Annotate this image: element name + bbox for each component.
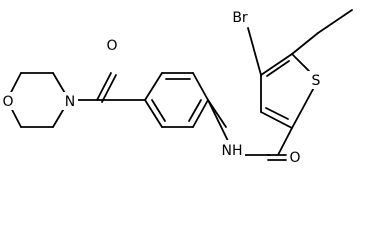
bond-amide-c-up — [277, 127, 293, 156]
bond-benz-3-4 — [192, 72, 209, 101]
bond-benz-1-2 — [144, 72, 163, 101]
structure-canvas: Br S O NH O N O — [0, 8, 353, 166]
atom-morpholine-oxygen: O — [2, 94, 13, 110]
bond-ethyl-2 — [317, 9, 353, 34]
bond-benz-inner-b — [188, 99, 202, 122]
bond-thio-c4-c5 — [260, 53, 293, 76]
atom-amide-oxygen: O — [289, 150, 300, 166]
bond-benz-4-5 — [192, 99, 209, 128]
bond-thio-br — [247, 27, 262, 76]
bond-ketone-co-a — [96, 72, 112, 101]
atom-labels: Br S O NH O N O — [0, 8, 324, 166]
chemical-structure: Br S O NH O N O — [0, 8, 353, 166]
bonds — [6, 9, 353, 161]
bond-ethyl-1 — [291, 32, 319, 55]
atom-morpholine-nitrogen: N — [65, 94, 75, 110]
atom-ketone-oxygen: O — [106, 38, 117, 54]
bond-thio-c2-c3 — [260, 111, 293, 129]
bond-thio-inner-b — [266, 60, 290, 77]
atom-amide-nitrogen: NH — [222, 143, 243, 159]
bond-benzene-nh-2 — [207, 99, 229, 142]
atom-sulfur: S — [312, 73, 321, 89]
bond-benz-inner-c — [151, 99, 166, 122]
atom-bromine: Br — [232, 10, 248, 26]
bond-thio-inner-a — [265, 107, 289, 120]
bond-benz-6-1 — [144, 99, 163, 128]
bond-ketone-co-b — [101, 74, 117, 103]
